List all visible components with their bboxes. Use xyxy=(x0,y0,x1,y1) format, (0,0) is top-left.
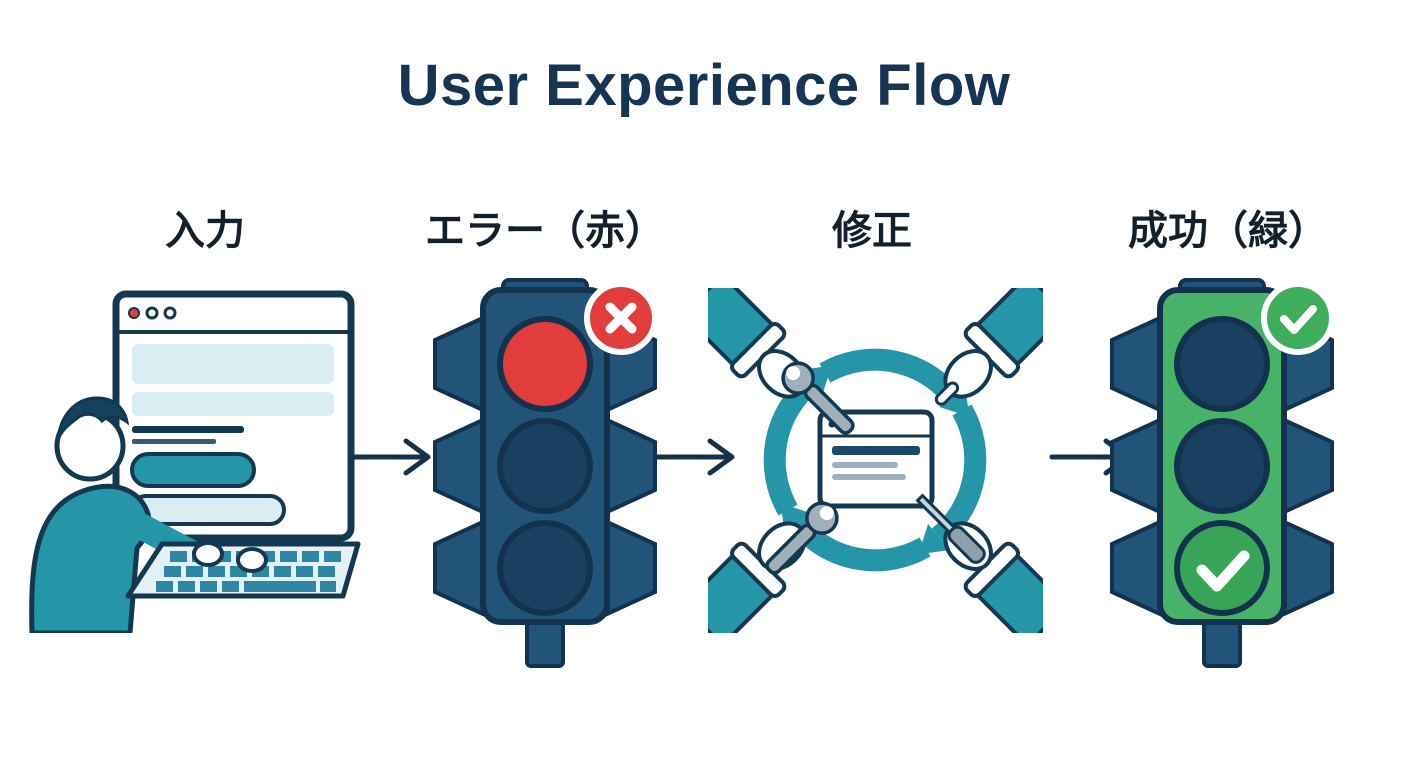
red-light xyxy=(497,316,593,412)
off-light xyxy=(497,418,593,514)
person xyxy=(29,396,211,633)
text-line xyxy=(832,462,898,468)
person-hand xyxy=(236,547,268,573)
traffic-light-fin xyxy=(605,518,657,618)
window-dot-icon xyxy=(128,307,140,319)
traffic-light-green-illustration xyxy=(1110,278,1335,668)
traffic-light-fin xyxy=(433,518,485,618)
window-dot-icon xyxy=(163,306,177,320)
traffic-light-fin xyxy=(433,416,485,516)
hand-top-left xyxy=(708,288,807,399)
browser-window xyxy=(112,290,355,542)
form-field xyxy=(132,392,334,416)
traffic-light-fin xyxy=(1110,416,1162,516)
repair-cycle-illustration xyxy=(708,288,1043,633)
keyboard-keys xyxy=(156,551,341,592)
traffic-light-fin xyxy=(1110,518,1162,618)
off-light xyxy=(497,520,593,616)
text-line xyxy=(832,474,906,480)
screwdriver-icon xyxy=(915,493,986,564)
window-dot-icon xyxy=(145,306,159,320)
traffic-light-fin xyxy=(433,314,485,414)
submit-button-pill xyxy=(130,452,256,488)
traffic-light-fin xyxy=(1110,314,1162,414)
error-badge-icon xyxy=(584,281,658,355)
success-badge-icon xyxy=(1261,281,1335,355)
traffic-light-fin xyxy=(1282,416,1334,516)
traffic-light-fin xyxy=(1282,518,1334,618)
traffic-light-stem xyxy=(1202,620,1242,668)
green-light xyxy=(1174,520,1270,616)
person-hand xyxy=(192,541,224,567)
text-line xyxy=(132,426,244,433)
traffic-light-fin xyxy=(605,416,657,516)
flow-arrow-icon xyxy=(349,438,431,476)
off-light xyxy=(1174,316,1270,412)
check-icon xyxy=(1196,550,1250,592)
stage-label-error: エラー（赤） xyxy=(425,209,665,253)
laptop-keyboard xyxy=(125,541,361,599)
form-field xyxy=(132,344,334,384)
check-icon xyxy=(1280,305,1317,334)
x-icon xyxy=(605,302,637,334)
stage-label-fix: 修正 xyxy=(832,209,912,253)
stage-label-success: 成功（緑） xyxy=(1128,209,1328,253)
wrench-icon xyxy=(765,501,839,575)
hand-top-right xyxy=(934,288,1043,406)
off-light xyxy=(1174,418,1270,514)
flow-arrow-icon xyxy=(653,438,735,476)
pointing-finger xyxy=(934,381,960,406)
page-title: User Experience Flow xyxy=(397,53,1011,118)
traffic-light-stem xyxy=(525,620,565,668)
input-stage-illustration xyxy=(29,290,361,633)
wrench-icon xyxy=(781,361,855,435)
text-line xyxy=(132,439,216,444)
person-hair xyxy=(56,396,130,441)
text-line xyxy=(832,446,920,455)
traffic-light-red-illustration xyxy=(433,278,658,668)
stage-label-input: 入力 xyxy=(165,209,245,253)
